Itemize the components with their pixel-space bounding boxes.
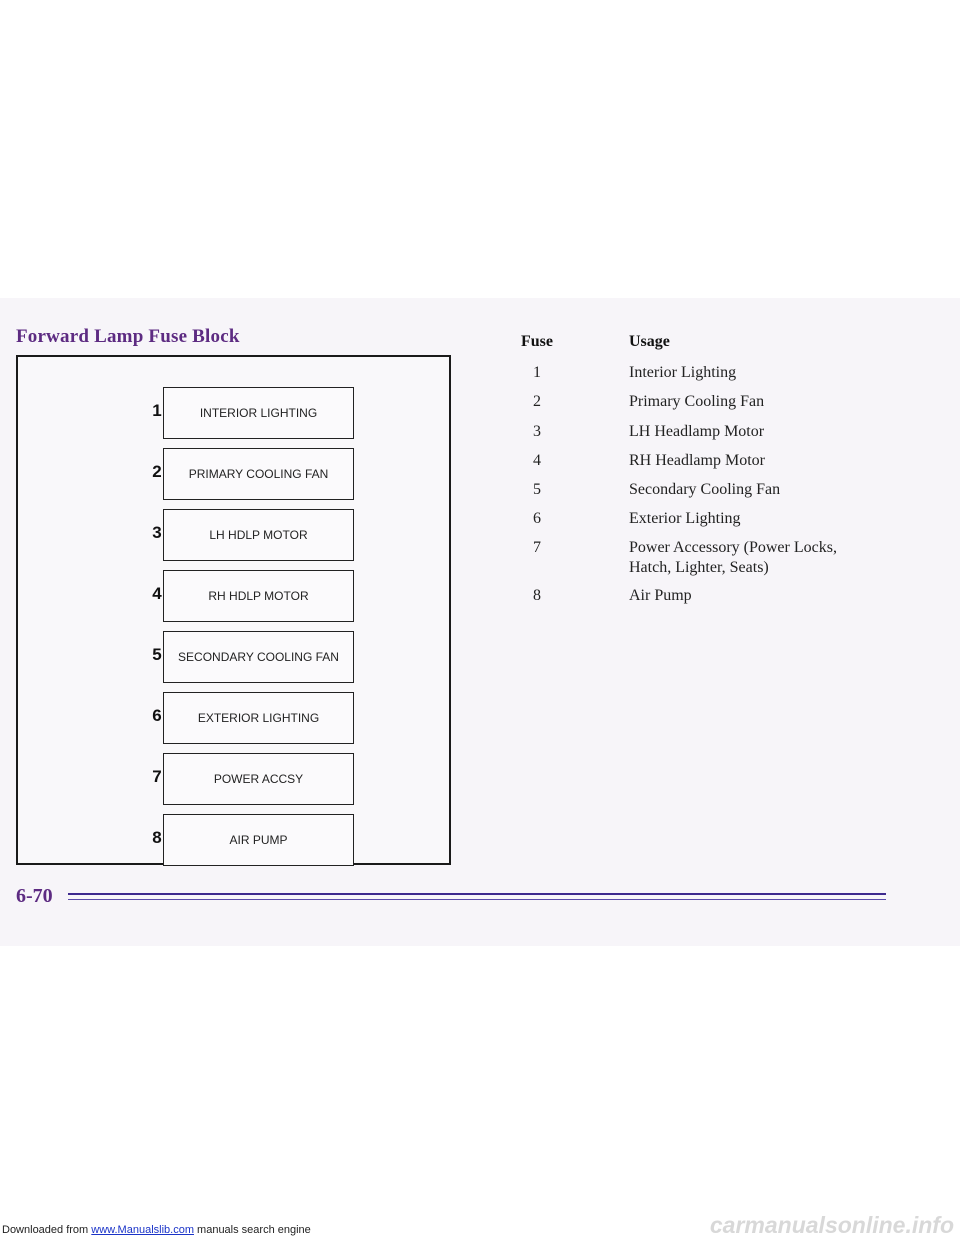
usage-cell: Air Pump	[629, 587, 692, 604]
usage-cell-continuation: Hatch, Lighter, Seats)	[629, 559, 769, 576]
fuse-slot-number: 4	[152, 584, 162, 603]
fuse-cell: 5	[533, 481, 541, 498]
usage-cell: Exterior Lighting	[629, 510, 741, 527]
fuse-cell: 6	[533, 510, 541, 527]
page-footer: 6-70	[16, 885, 886, 913]
fuse-cell: 7	[533, 539, 541, 556]
footer-rule	[68, 893, 886, 895]
manualslib-link[interactable]: www.Manualslib.com	[91, 1224, 194, 1236]
fuse-cell: 1	[533, 364, 541, 381]
fuse-column-header: Fuse	[521, 333, 553, 350]
fuse-slot-label: EXTERIOR LIGHTING	[163, 692, 354, 744]
fuse-slot: 1 INTERIOR LIGHTING	[18, 387, 449, 439]
fuse-slot-label: PRIMARY COOLING FAN	[163, 448, 354, 500]
fuse-slot-number: 5	[152, 645, 162, 664]
fuse-slot-number: 8	[152, 828, 162, 847]
usage-cell: Primary Cooling Fan	[629, 393, 765, 410]
download-notice: Downloaded from www.Manualslib.com manua…	[2, 1224, 311, 1236]
fuse-slot-number: 6	[152, 706, 162, 725]
usage-cell: Interior Lighting	[629, 364, 737, 381]
fuse-slot-label: INTERIOR LIGHTING	[163, 387, 354, 439]
fuse-slot-number: 7	[152, 767, 162, 786]
fuse-block-diagram: 1 INTERIOR LIGHTING 2 PRIMARY COOLING FA…	[16, 355, 451, 866]
fuse-slot: 7 POWER ACCSY	[18, 753, 449, 805]
usage-cell: Secondary Cooling Fan	[629, 481, 781, 498]
fuse-slot: 3 LH HDLP MOTOR	[18, 509, 449, 561]
usage-cell: RH Headlamp Motor	[629, 452, 765, 469]
download-suffix: manuals search engine	[193, 1224, 311, 1236]
download-prefix: Downloaded from	[2, 1224, 92, 1236]
fuse-slot-label: RH HDLP MOTOR	[163, 570, 354, 622]
fuse-cell: 8	[533, 587, 541, 604]
fuse-slot: 6 EXTERIOR LIGHTING	[18, 692, 449, 744]
fuse-slot: 4 RH HDLP MOTOR	[18, 570, 449, 622]
fuse-slot: 8 AIR PUMP	[18, 814, 449, 866]
fuse-cell: 4	[533, 452, 541, 469]
usage-cell: Power Accessory (Power Locks,	[629, 539, 837, 556]
footer-rule-thin	[68, 899, 886, 900]
usage-column-header: Usage	[629, 333, 670, 350]
fuse-slot-number: 1	[152, 401, 162, 420]
fuse-slot-number: 2	[152, 462, 162, 481]
fuse-cell: 3	[533, 423, 541, 440]
fuse-slot-label: POWER ACCSY	[163, 753, 354, 805]
section-title: Forward Lamp Fuse Block	[16, 326, 240, 347]
fuse-slot-label: AIR PUMP	[163, 814, 354, 866]
fuse-slot: 5 SECONDARY COOLING FAN	[18, 631, 449, 683]
page-number: 6-70	[16, 885, 53, 907]
fuse-slot: 2 PRIMARY COOLING FAN	[18, 448, 449, 500]
fuse-slot-label: LH HDLP MOTOR	[163, 509, 354, 561]
fuse-cell: 2	[533, 393, 541, 410]
fuse-slot-number: 3	[152, 523, 162, 542]
site-watermark: carmanualsonline.info	[709, 1212, 954, 1238]
usage-cell: LH Headlamp Motor	[629, 423, 765, 440]
fuse-slot-label: SECONDARY COOLING FAN	[163, 631, 354, 683]
